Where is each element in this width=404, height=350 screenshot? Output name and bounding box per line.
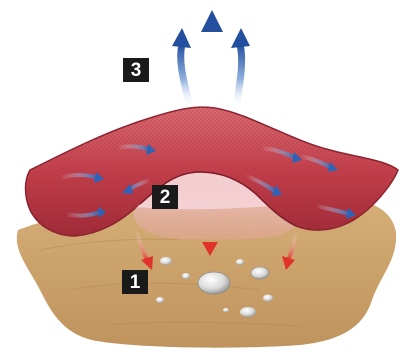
arrow-up-icon: [201, 10, 223, 104]
step-label: 2: [160, 188, 171, 207]
step-badge-1: 1: [122, 270, 148, 294]
step-label: 3: [131, 61, 142, 80]
arrow-up-icon: [231, 28, 250, 108]
upward-flow-arrows: [172, 10, 250, 108]
step-label: 1: [130, 273, 141, 292]
step-badge-3: 3: [123, 58, 149, 82]
step-badge-2: 2: [152, 185, 178, 209]
arrow-up-icon: [172, 28, 191, 108]
